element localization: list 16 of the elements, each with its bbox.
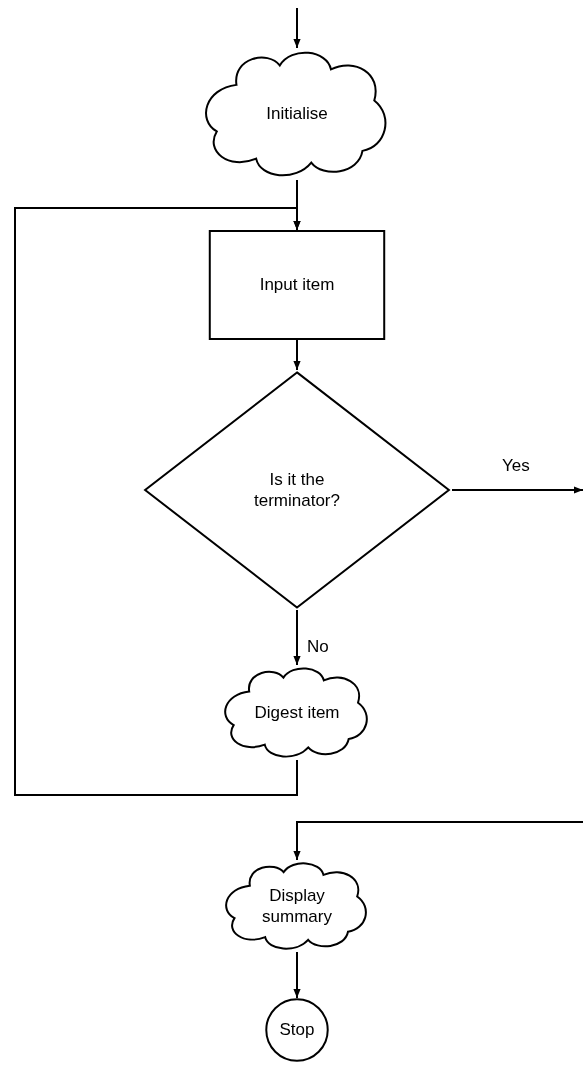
arrow (293, 339, 301, 371)
node-text: Digest item (254, 701, 340, 724)
node-text: Is it the terminator? (253, 468, 341, 512)
process-box (208, 230, 386, 340)
arrow (293, 7, 301, 49)
arrow (451, 486, 583, 494)
arrow (293, 821, 583, 861)
decision-diamond (142, 370, 452, 610)
terminal-circle (265, 998, 329, 1062)
arrow (293, 609, 301, 666)
node-text: Input item (259, 274, 335, 296)
node-text: Initialise (266, 103, 328, 125)
node-text: Display summary (261, 884, 333, 928)
node-text: Stop (279, 1019, 315, 1041)
arrow (293, 951, 301, 999)
arrow (14, 207, 301, 796)
